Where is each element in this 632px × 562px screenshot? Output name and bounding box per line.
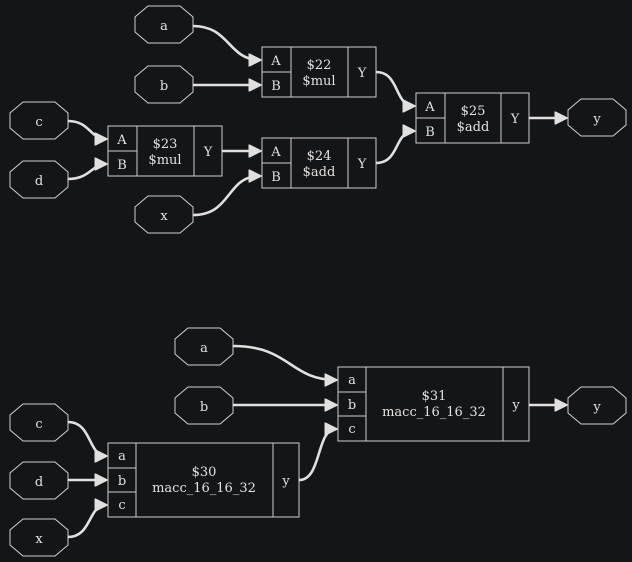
input-port-c-top: c	[9, 101, 69, 140]
wire-a-to-22A	[192, 24, 260, 60]
svg-text:Y: Y	[203, 145, 213, 160]
svg-text:$add: $add	[457, 120, 490, 135]
svg-text:y: y	[511, 398, 520, 413]
input-port-d-top: d	[9, 160, 69, 199]
wire-x-to-30c	[67, 505, 106, 539]
svg-text:$24: $24	[307, 149, 332, 164]
wire-d-to-23B	[67, 164, 106, 181]
wire-30y-to-31c	[298, 429, 336, 482]
svg-text:$mul: $mul	[148, 153, 181, 168]
cell-23-mul: A B $23 $mul Y	[107, 125, 223, 177]
wire-c-to-23A	[67, 119, 106, 139]
svg-text:c: c	[348, 422, 355, 437]
svg-text:macc_16_16_32: macc_16_16_32	[152, 481, 256, 496]
input-port-a-top: a	[134, 5, 194, 44]
top-diagram: a b c d x y A B $22	[9, 5, 627, 234]
svg-text:B: B	[425, 125, 435, 140]
svg-text:x: x	[160, 209, 168, 224]
svg-text:$23: $23	[153, 137, 178, 152]
input-port-c-bottom: c	[9, 403, 69, 442]
svg-text:d: d	[35, 475, 43, 490]
cell-31-macc: a b c $31 macc_16_16_32 y	[337, 366, 530, 442]
input-port-b-top: b	[134, 65, 194, 104]
svg-text:Y: Y	[357, 66, 367, 81]
svg-text:b: b	[200, 400, 208, 415]
cell-25-add: A B $25 $add Y	[415, 92, 530, 144]
cell-22-mul: A B $22 $mul Y	[261, 46, 377, 98]
svg-text:b: b	[160, 79, 168, 94]
svg-text:A: A	[270, 54, 281, 69]
cell-30-macc: a b c $30 macc_16_16_32 y	[107, 442, 300, 518]
svg-text:a: a	[118, 449, 126, 464]
input-port-x-bottom: x	[9, 518, 69, 557]
svg-text:B: B	[271, 170, 281, 185]
svg-text:a: a	[160, 19, 168, 34]
svg-text:Y: Y	[357, 157, 367, 172]
svg-text:x: x	[35, 532, 43, 547]
input-port-x-top: x	[134, 195, 194, 234]
svg-text:c: c	[118, 498, 125, 513]
svg-text:d: d	[35, 174, 43, 189]
wire-a-to-31a	[232, 344, 336, 380]
input-port-d-bottom: d	[9, 461, 69, 500]
svg-text:b: b	[348, 398, 356, 413]
wire-22Y-to-25A	[375, 70, 414, 106]
svg-text:b: b	[118, 474, 126, 489]
output-port-y-bottom: y	[567, 386, 627, 425]
svg-text:$mul: $mul	[302, 74, 335, 89]
svg-text:$add: $add	[303, 165, 336, 180]
wire-x-to-24B	[192, 176, 260, 217]
svg-text:macc_16_16_32: macc_16_16_32	[382, 405, 486, 420]
svg-text:B: B	[271, 79, 281, 94]
svg-text:$30: $30	[192, 465, 217, 480]
svg-text:Y: Y	[510, 112, 520, 127]
svg-text:$22: $22	[307, 58, 332, 73]
wire-24Y-to-25B	[375, 131, 414, 165]
svg-text:y: y	[592, 400, 601, 415]
svg-text:$31: $31	[422, 389, 447, 404]
svg-text:A: A	[270, 145, 281, 160]
cell-24-add: A B $24 $add Y	[261, 137, 377, 189]
svg-text:y: y	[281, 474, 290, 489]
svg-text:a: a	[200, 341, 208, 356]
svg-text:c: c	[35, 417, 42, 432]
svg-text:a: a	[348, 373, 356, 388]
input-port-b-bottom: b	[174, 386, 234, 425]
bottom-diagram: a b c d x y a b	[9, 327, 627, 557]
svg-text:c: c	[35, 115, 42, 130]
wire-c-to-30a	[67, 420, 106, 456]
input-port-a-bottom: a	[174, 327, 234, 366]
svg-text:B: B	[117, 158, 127, 173]
svg-text:y: y	[592, 112, 601, 127]
svg-text:A: A	[116, 133, 127, 148]
svg-text:$25: $25	[461, 104, 486, 119]
svg-text:A: A	[424, 100, 435, 115]
output-port-y-top: y	[567, 98, 627, 137]
